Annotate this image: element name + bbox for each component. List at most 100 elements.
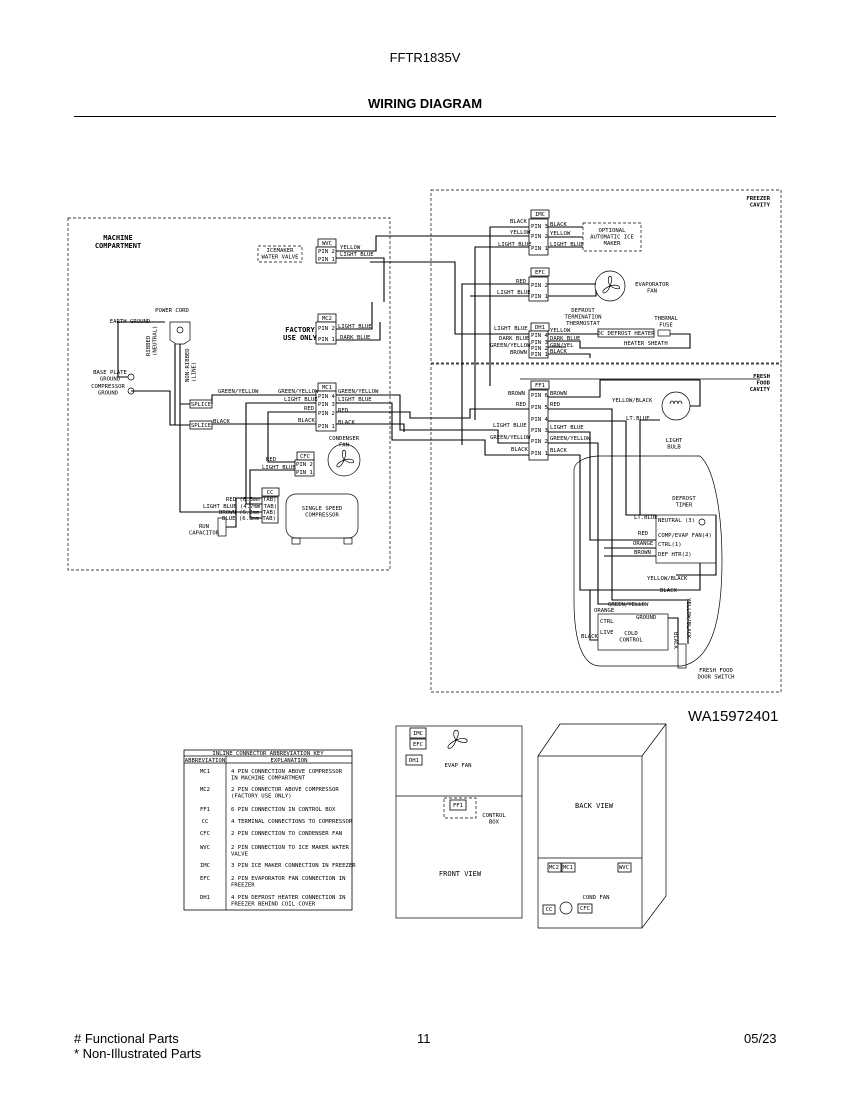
svg-text:BLUE (6.3mm TAB): BLUE (6.3mm TAB) [222, 516, 276, 522]
cc-connector: CC [261, 487, 280, 524]
svg-text:EXPLANATION: EXPLANATION [270, 758, 307, 764]
svg-text:IMC: IMC [413, 731, 423, 737]
svg-text:PIN 2: PIN 2 [318, 326, 335, 332]
svg-text:EFC: EFC [535, 270, 545, 276]
fuse-icon [657, 329, 671, 337]
back-view-diagram: BACK VIEW MC2 MC1 WVC COND FAN CC CFC [537, 723, 667, 929]
abbrev-code: EFC [200, 876, 210, 882]
svg-text:PIN 2: PIN 2 [296, 462, 313, 468]
wvc-connector: WVC PIN 2 PIN 1 [315, 238, 337, 264]
svg-text:FF1: FF1 [453, 803, 463, 809]
evaporator-fan-icon [594, 270, 626, 302]
svg-text:CC: CC [267, 490, 274, 496]
svg-text:GRN/YEL: GRN/YEL [550, 343, 574, 349]
abbrev-explanation: 2 PIN CONNECTOR ABOVE COMPRESSOR(FACTORY… [231, 787, 339, 799]
svg-text:PIN 3: PIN 3 [318, 402, 335, 408]
svg-text:RED: RED [338, 408, 349, 414]
svg-text:LIGHT BLUE: LIGHT BLUE [338, 324, 372, 330]
dc-heater-box [597, 328, 655, 338]
svg-text:LIGHT BLUE: LIGHT BLUE [284, 397, 318, 403]
svg-text:CFC: CFC [580, 906, 590, 912]
svg-text:BLACK: BLACK [660, 588, 677, 594]
svg-text:LIGHT BLUE: LIGHT BLUE [494, 326, 528, 332]
dh1-connector: DH1 PIN 4 PIN 3 PIN 2 PIN 1 [528, 322, 550, 359]
front-view-label: FRONT VIEW [439, 870, 482, 878]
fresh-food-cavity-zone [430, 363, 782, 693]
door-switch-icon [677, 643, 687, 669]
freezer-cavity-zone [430, 189, 782, 364]
cond-fan-label: COND FAN [583, 895, 610, 901]
svg-text:GREEN/YELLOW: GREEN/YELLOW [550, 436, 591, 442]
svg-text:RED: RED [516, 402, 527, 408]
svg-text:YELLOW: YELLOW [510, 230, 531, 236]
svg-text:PIN 2: PIN 2 [318, 411, 335, 417]
document-number: WA15972401 [688, 708, 779, 725]
svg-text:DC DEFROST HEATER: DC DEFROST HEATER [597, 331, 655, 337]
svg-text:PIN 1: PIN 1 [531, 352, 548, 358]
svg-text:MC2: MC2 [322, 316, 332, 322]
abbrev-explanation: 3 PIN ICE MAKER CONNECTION IN FREEZER [231, 863, 356, 869]
abbrev-explanation: 6 PIN CONNECTION IN CONTROL BOX [231, 807, 336, 813]
svg-text:BROWN (6.3mm TAB): BROWN (6.3mm TAB) [219, 510, 276, 516]
svg-text:PIN 3: PIN 3 [531, 428, 548, 434]
abbrev-explanation: 4 TERMINAL CONNECTIONS TO COMPRESSOR [231, 819, 353, 825]
abbreviation-table: INLINE CONNECTOR ABBREVIATION KEY ABBREV… [183, 749, 356, 911]
svg-text:BROWN: BROWN [508, 391, 525, 397]
svg-text:PIN 4: PIN 4 [318, 394, 335, 400]
svg-text:PIN 1: PIN 1 [531, 294, 548, 300]
svg-text:WVC: WVC [322, 241, 332, 247]
svg-text:LIGHT BLUE: LIGHT BLUE [338, 397, 372, 403]
back-view-label: BACK VIEW [575, 802, 614, 810]
svg-text:PIN 1: PIN 1 [318, 257, 335, 263]
svg-text:COMP/EVAP FAN(4): COMP/EVAP FAN(4) [658, 533, 712, 539]
page-number: 11 [417, 1031, 431, 1046]
heater-sheath-label: HEATER SHEATH [624, 341, 668, 347]
cfc-connector: CFC PIN 2 PIN 1 [294, 451, 315, 477]
svg-text:BLACK: BLACK [672, 632, 678, 649]
abbrev-code: WVC [200, 845, 210, 851]
svg-text:RED: RED [304, 406, 315, 412]
footer-functional-parts: # Functional Parts [74, 1031, 179, 1046]
svg-text:FF1: FF1 [535, 383, 545, 389]
mc2-connector: MC2 PIN 2 PIN 1 [315, 313, 337, 345]
svg-text:LIGHT BLUE: LIGHT BLUE [262, 465, 296, 471]
svg-text:RED: RED [516, 279, 527, 285]
evap-fan-front-label: EVAP FAN [445, 763, 472, 769]
svg-text:RED: RED [550, 402, 561, 408]
svg-text:GREEN/YELLOW: GREEN/YELLOW [278, 389, 319, 395]
svg-text:EFC: EFC [413, 742, 423, 748]
svg-text:CC: CC [546, 907, 553, 913]
svg-text:MC1: MC1 [563, 865, 573, 871]
svg-text:BLACK: BLACK [338, 420, 355, 426]
svg-text:GREEN/YELLOW: GREEN/YELLOW [608, 602, 649, 608]
svg-text:LIGHT BLUE: LIGHT BLUE [550, 425, 584, 431]
svg-text:DARK BLUE: DARK BLUE [340, 335, 371, 341]
svg-text:LIGHT BLUE: LIGHT BLUE [497, 290, 531, 296]
svg-text:LIVE: LIVE [600, 630, 614, 636]
svg-text:BROWN: BROWN [510, 350, 527, 356]
svg-text:PIN 5: PIN 5 [531, 405, 548, 411]
svg-text:GROUND: GROUND [636, 615, 657, 621]
svg-text:PIN 6: PIN 6 [531, 393, 548, 399]
svg-text:DARK BLUE: DARK BLUE [550, 336, 581, 342]
svg-text:GREEN/YELLOW: GREEN/YELLOW [218, 389, 259, 395]
svg-text:PIN 3: PIN 3 [531, 340, 548, 346]
imc-name: IMC [535, 212, 545, 218]
svg-text:DARK BLUE: DARK BLUE [499, 336, 530, 342]
svg-text:CTRL: CTRL [600, 619, 614, 625]
non-ribbed-label: NON-RIBBED(LINE) [185, 348, 197, 382]
svg-text:PIN 3: PIN 3 [531, 224, 548, 230]
svg-text:MC1: MC1 [322, 385, 332, 391]
svg-text:GREEN/YELLOW: GREEN/YELLOW [338, 389, 379, 395]
svg-text:PIN 2: PIN 2 [531, 283, 548, 289]
